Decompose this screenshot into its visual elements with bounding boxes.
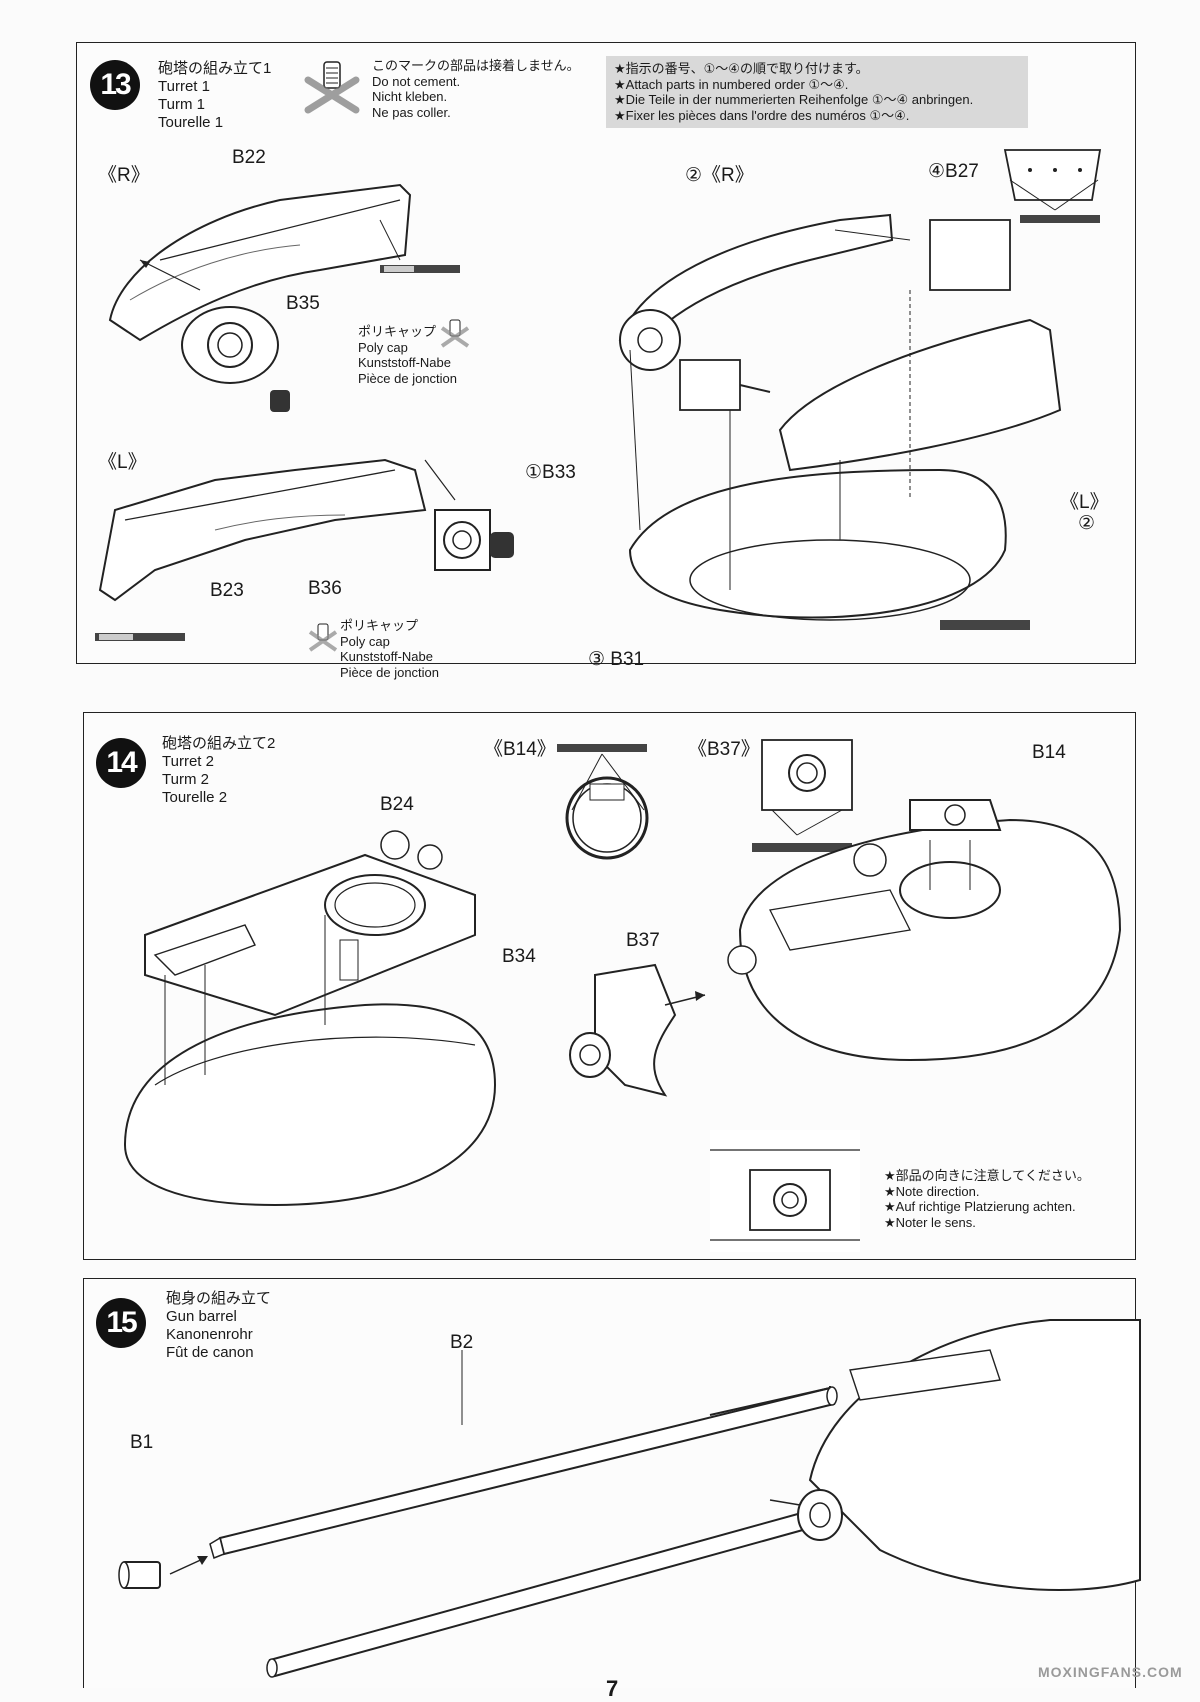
step-14-badge: 14: [96, 738, 146, 788]
b27-detail-drawing: [1003, 149, 1102, 223]
direction-inset-drawing: [710, 1130, 860, 1252]
label-b14: B14: [1032, 742, 1066, 763]
no-cement-icon: [304, 61, 360, 114]
label-b34: B34: [502, 946, 536, 967]
label-b2: B2: [450, 1332, 474, 1353]
label-b22: B22: [232, 147, 266, 168]
label-b24: B24: [380, 794, 414, 815]
cement-tube-icon-2: [95, 633, 185, 641]
label-b36: B36: [308, 578, 342, 599]
step-15-heading: 砲身の組み立て Gun barrel Kanonenrohr Fût de ca…: [166, 1290, 272, 1361]
poly-cap-icon-1: [440, 319, 470, 348]
no-cement-note: このマークの部品は接着しません。 Do not cement. Nicht kl…: [372, 58, 580, 120]
cement-tube-icon-1: [380, 265, 460, 273]
watermark: MOXINGFANS.COM: [1038, 1664, 1183, 1680]
label-r-right: ②《R》: [685, 165, 754, 186]
step-13-badge: 13: [90, 60, 140, 110]
turret-roof-assembly-drawing: [123, 830, 497, 1207]
label-b31: ③ B31: [588, 649, 645, 670]
order-note-box: ★指示の番号、①～④の順で取り付けます。 ★Attach parts in nu…: [606, 56, 1028, 128]
poly-cap-note-2: ポリキャップ Poly cap Kunststoff-Nabe Pièce de…: [340, 618, 440, 680]
poly-cap-note-1: ポリキャップ Poly cap Kunststoff-Nabe Pièce de…: [358, 324, 458, 386]
direction-note: ★部品の向きに注意してください。 ★Note direction. ★Auf r…: [884, 1168, 1090, 1230]
step-13-heading: 砲塔の組み立て1 Turret 1 Turm 1 Tourelle 1: [158, 60, 272, 131]
turret-side-r-drawing: [108, 183, 412, 412]
label-b33: ①B33: [525, 462, 576, 483]
turret-complete-drawing: [727, 799, 1122, 1062]
label-b1: B1: [130, 1432, 154, 1453]
label-r-left: 《R》: [98, 165, 150, 186]
mantlet-b37-drawing: [569, 963, 706, 1097]
label-b14-detail: 《B14》: [484, 739, 556, 760]
turret-side-l-drawing: [98, 458, 514, 602]
poly-cap-icon-2: [308, 623, 338, 652]
label-l-right: 《L》: [1060, 492, 1109, 513]
gun-barrel-drawing: [118, 1319, 1141, 1678]
label-b27: ④B27: [928, 161, 979, 182]
step-15-badge: 15: [96, 1298, 146, 1348]
b14-detail-drawing: [557, 744, 649, 860]
step-14-heading: 砲塔の組み立て2 Turret 2 Turm 2 Tourelle 2: [162, 735, 276, 806]
b37-detail-drawing: [752, 739, 853, 852]
label-b37: B37: [626, 930, 660, 951]
label-b35: B35: [286, 293, 320, 314]
turret-assembly-drawing: [618, 213, 1062, 630]
label-b37-detail: 《B37》: [688, 739, 760, 760]
label-b23: B23: [210, 580, 244, 601]
label-l-left: 《L》: [98, 452, 147, 473]
page-number: 7: [606, 1676, 619, 1701]
label-l-right-num: ②: [1078, 513, 1096, 534]
